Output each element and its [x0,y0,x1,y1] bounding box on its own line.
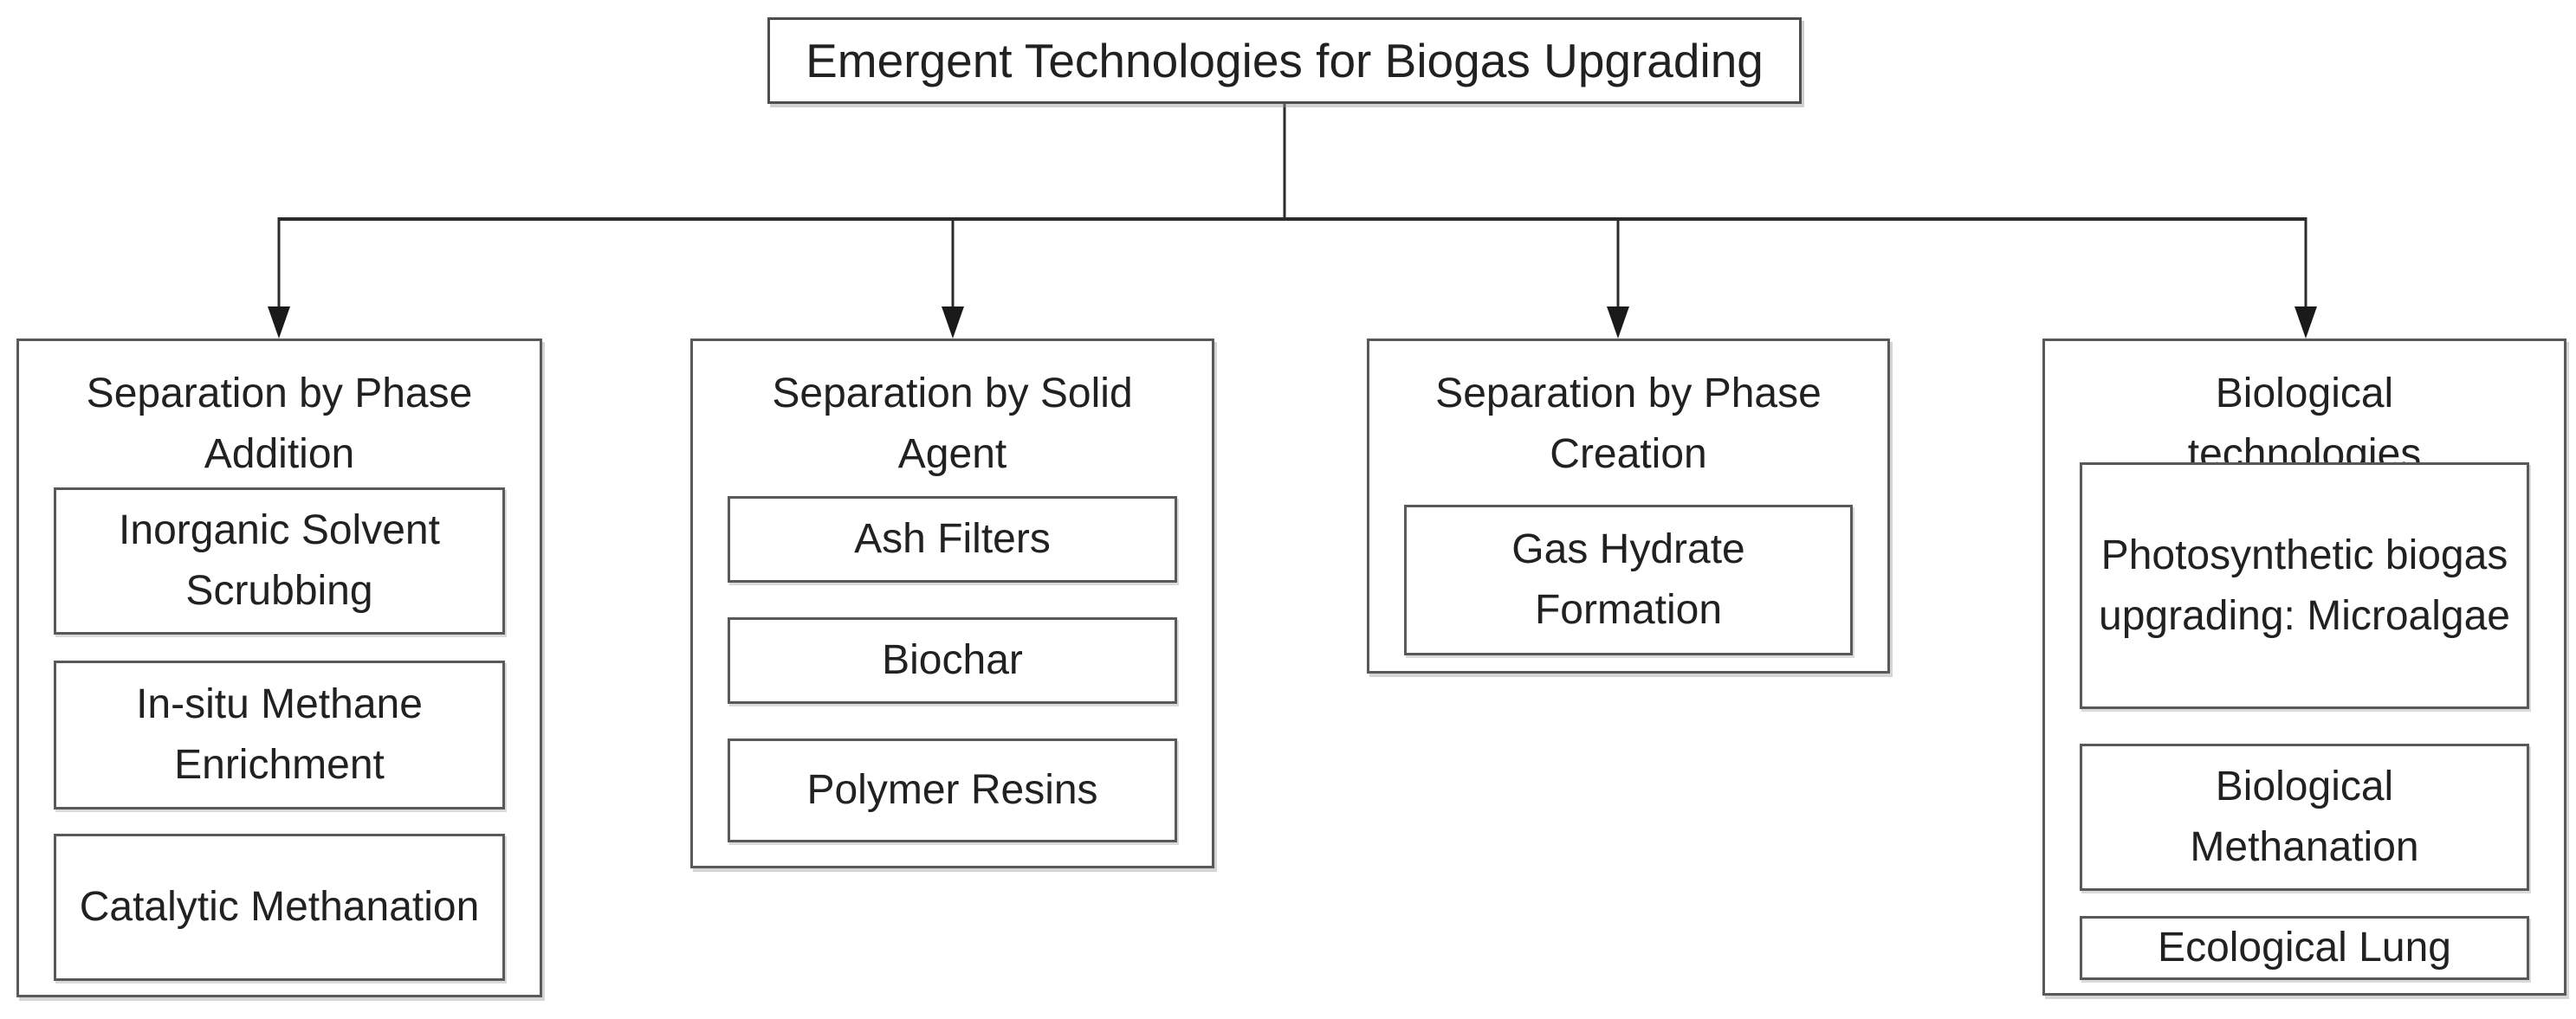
leaf-label: Photosynthetic biogas upgrading: Microal… [2099,532,2510,639]
leaf-label: Gas Hydrate Formation [1511,526,1745,633]
root-node: Emergent Technologies for Biogas Upgradi… [767,17,1802,104]
branch-title: Separation by Solid Agent [772,371,1133,477]
leaf-label: Biological Methanation [2190,764,2419,870]
leaf-label: Biochar [882,637,1023,683]
arrowhead-down-icon [1607,306,1629,339]
leaf-label: Ecological Lung [2158,925,2451,971]
branch-solid-agent: Separation by Solid Agent Ash Filters Bi… [690,339,1214,868]
root-node-label: Emergent Technologies for Biogas Upgradi… [806,34,1764,87]
arrowhead-down-icon [268,306,290,339]
branch-phase-creation: Separation by Phase Creation Gas Hydrate… [1367,339,1890,674]
leaf-photosynthetic-biogas-upgrading: Photosynthetic biogas upgrading: Microal… [2080,462,2529,709]
leaf-gas-hydrate-formation: Gas Hydrate Formation [1404,505,1853,655]
leaf-polymer-resins: Polymer Resins [728,738,1177,842]
branch-phase-addition: Separation by Phase Addition Inorganic S… [16,339,542,997]
leaf-label: Catalytic Methanation [79,884,480,930]
arrowhead-down-icon [2294,306,2317,339]
leaf-in-situ-methane-enrichment: In-situ Methane Enrichment [54,661,505,809]
leaf-inorganic-solvent-scrubbing: Inorganic Solvent Scrubbing [54,487,505,635]
leaf-biological-methanation: Biological Methanation [2080,744,2529,891]
leaf-label: Ash Filters [854,516,1051,562]
leaf-catalytic-methanation: Catalytic Methanation [54,834,505,981]
branch-title: Separation by Phase Creation [1435,371,1822,477]
arrowhead-down-icon [942,306,964,339]
leaf-ash-filters: Ash Filters [728,496,1177,583]
leaf-biochar: Biochar [728,617,1177,704]
leaf-ecological-lung: Ecological Lung [2080,916,2529,980]
leaf-label: In-situ Methane Enrichment [136,681,423,788]
leaf-label: Inorganic Solvent Scrubbing [119,507,440,614]
branch-title: Separation by Phase Addition [86,371,473,477]
leaf-label: Polymer Resins [806,767,1098,813]
branch-biological-technologies: Biological technologies Photosynthetic b… [2042,339,2566,996]
